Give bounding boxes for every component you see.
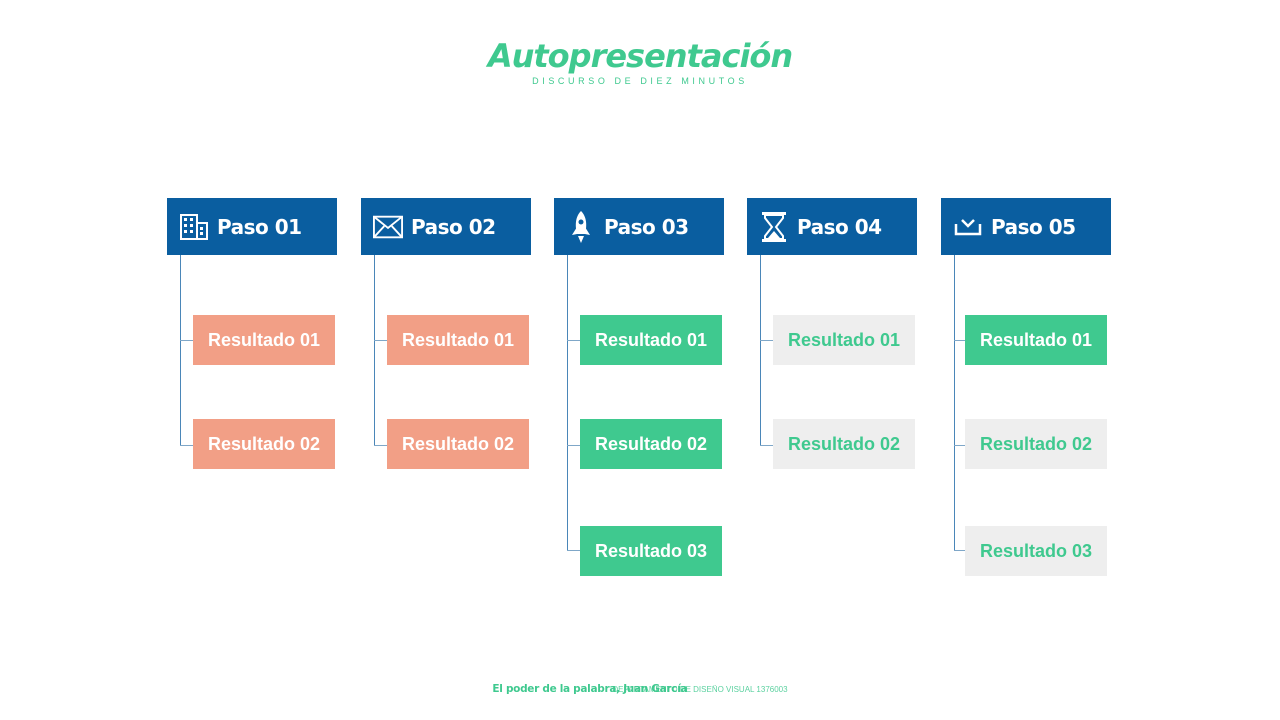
step-label: Paso 02 bbox=[411, 214, 496, 239]
connector-branch bbox=[954, 340, 967, 341]
step-column-3: Paso 03 Resultado 01 Resultado 02 Result… bbox=[554, 198, 724, 588]
step-column-5: Paso 05 Resultado 01 Resultado 02 Result… bbox=[941, 198, 1111, 588]
result-box: Resultado 02 bbox=[773, 419, 915, 469]
step-header-2: Paso 02 bbox=[361, 198, 531, 255]
connector-branch bbox=[954, 550, 967, 551]
step-column-2: Paso 02 Resultado 01 Resultado 02 bbox=[361, 198, 531, 588]
step-label: Paso 03 bbox=[604, 214, 689, 239]
result-box: Resultado 01 bbox=[193, 315, 335, 365]
step-column-1: Paso 01 Resultado 01 Resultado 02 bbox=[167, 198, 337, 588]
result-box: Resultado 01 bbox=[773, 315, 915, 365]
rocket-icon bbox=[566, 210, 596, 243]
connector-branch bbox=[760, 445, 773, 446]
connector-line bbox=[374, 255, 375, 446]
footer-department: DEPARTAMENTO DE DISEÑO VISUAL 1376003 bbox=[612, 685, 788, 694]
result-box: Resultado 01 bbox=[387, 315, 529, 365]
page-title: Autopresentación bbox=[487, 37, 793, 75]
connector-line bbox=[954, 255, 955, 551]
inbox-download-icon bbox=[953, 212, 983, 242]
connector-branch bbox=[180, 340, 193, 341]
footer-credit: El poder de la palabra, Juan García bbox=[492, 683, 688, 695]
connector-line bbox=[760, 255, 761, 446]
connector-branch bbox=[180, 445, 193, 446]
connector-branch bbox=[567, 550, 580, 551]
connector-branch bbox=[954, 445, 967, 446]
step-header-1: Paso 01 bbox=[167, 198, 337, 255]
building-icon bbox=[179, 212, 209, 242]
result-box: Resultado 02 bbox=[580, 419, 722, 469]
footer: El poder de la palabra, Juan García DEPA… bbox=[0, 680, 1280, 697]
result-box: Resultado 03 bbox=[965, 526, 1107, 576]
step-header-5: Paso 05 bbox=[941, 198, 1111, 255]
hourglass-icon bbox=[759, 211, 789, 242]
step-label: Paso 05 bbox=[991, 214, 1076, 239]
step-header-4: Paso 04 bbox=[747, 198, 917, 255]
result-box: Resultado 01 bbox=[965, 315, 1107, 365]
page-subtitle: DISCURSO DE DIEZ MINUTOS bbox=[532, 76, 748, 86]
result-box: Resultado 03 bbox=[580, 526, 722, 576]
step-label: Paso 04 bbox=[797, 214, 882, 239]
connector-branch bbox=[567, 445, 580, 446]
connector-branch bbox=[374, 445, 387, 446]
connector-line bbox=[567, 255, 568, 551]
result-box: Resultado 02 bbox=[387, 419, 529, 469]
connector-line bbox=[180, 255, 181, 446]
result-box: Resultado 01 bbox=[580, 315, 722, 365]
connector-branch bbox=[567, 340, 580, 341]
step-column-4: Paso 04 Resultado 01 Resultado 02 bbox=[747, 198, 917, 588]
envelope-icon bbox=[373, 212, 403, 242]
result-box: Resultado 02 bbox=[965, 419, 1107, 469]
step-label: Paso 01 bbox=[217, 214, 302, 239]
connector-branch bbox=[374, 340, 387, 341]
connector-branch bbox=[760, 340, 773, 341]
step-header-3: Paso 03 bbox=[554, 198, 724, 255]
result-box: Resultado 02 bbox=[193, 419, 335, 469]
